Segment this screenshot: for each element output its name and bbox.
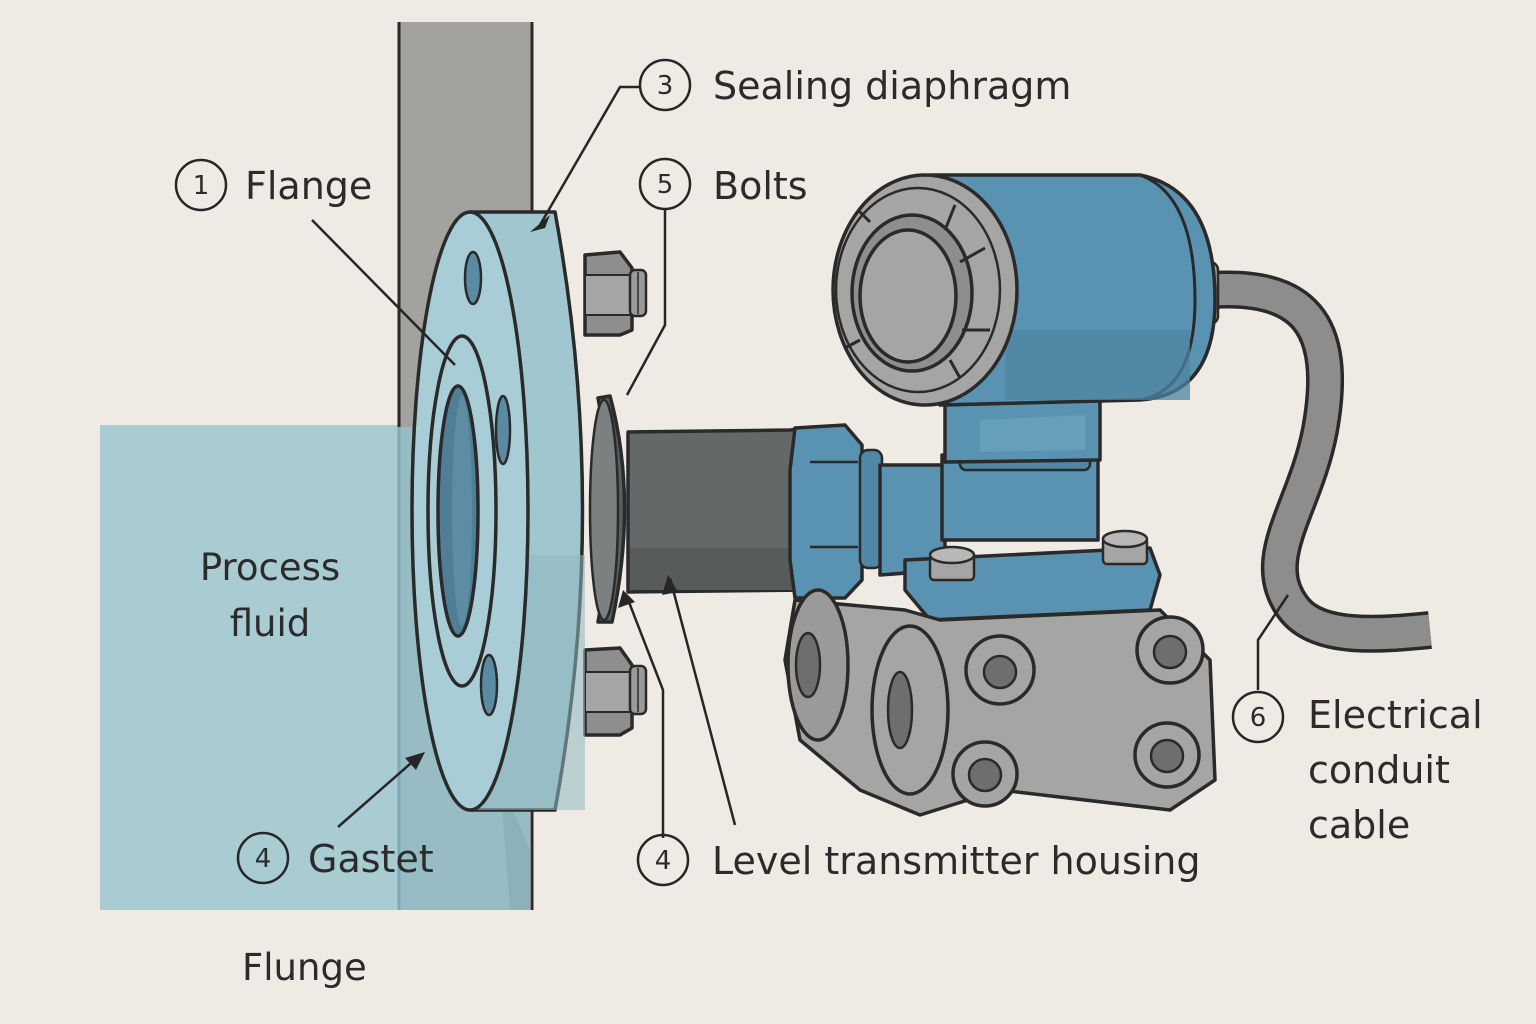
callout-number: 6 bbox=[1250, 703, 1267, 733]
leader-cable bbox=[1256, 594, 1290, 690]
electrical-conduit-cable bbox=[1194, 260, 1432, 653]
arrow-gasket bbox=[405, 752, 425, 770]
leader-gasket bbox=[337, 756, 419, 828]
label-bolts: Bolts bbox=[713, 164, 808, 208]
manifold-port bbox=[1133, 721, 1201, 789]
transmitter-head bbox=[831, 173, 1217, 407]
plate-bolt-right bbox=[1101, 529, 1149, 566]
sealing-diaphragm-ring bbox=[588, 394, 627, 624]
arrow-housing-b bbox=[662, 575, 678, 595]
bolt-lower bbox=[583, 646, 648, 737]
callout-sealing-diaphragm: 3 Sealing diaphragm bbox=[638, 58, 1071, 112]
callout-number: 4 bbox=[655, 846, 672, 876]
manifold-port bbox=[1135, 615, 1205, 685]
callout-cable: 6 Electrical conduit cable bbox=[1231, 690, 1483, 847]
label-gasket: Gastet bbox=[308, 837, 434, 881]
label-cable-line-3: cable bbox=[1308, 803, 1410, 847]
callout-gasket: 4 Gastet bbox=[236, 831, 434, 885]
bolt-upper bbox=[583, 250, 648, 337]
callout-number: 1 bbox=[193, 171, 210, 201]
transmitter-extension-pipe bbox=[626, 426, 812, 594]
leader-housing-b bbox=[668, 577, 737, 826]
display-cover-cap bbox=[831, 173, 1019, 407]
leader-flange bbox=[311, 219, 456, 366]
plate-bolt-left bbox=[928, 545, 976, 582]
manifold-port bbox=[951, 740, 1019, 808]
process-fluid-shadow bbox=[500, 780, 530, 910]
sensor-manifold bbox=[783, 588, 1217, 817]
label-flange: Flange bbox=[245, 164, 372, 208]
label-bottom-caption: Flunge bbox=[242, 946, 367, 989]
callout-flange: 1 Flange bbox=[174, 158, 372, 212]
leader-sealing-diaphragm bbox=[538, 85, 640, 226]
callout-housing: 4 Level transmitter housing bbox=[636, 833, 1201, 887]
label-sealing-diaphragm: Sealing diaphragm bbox=[713, 64, 1071, 108]
callout-number: 3 bbox=[657, 71, 674, 101]
label-cable-line-2: conduit bbox=[1308, 748, 1450, 792]
label-process-fluid-line-2: fluid bbox=[230, 602, 311, 645]
arrow-housing-a bbox=[618, 590, 635, 608]
transmitter-neck bbox=[940, 398, 1102, 542]
callout-number: 4 bbox=[255, 844, 272, 874]
label-cable-line-1: Electrical bbox=[1308, 693, 1483, 737]
arrow-sealing-diaphragm bbox=[530, 215, 550, 232]
callout-number: 5 bbox=[657, 170, 674, 200]
mounting-plate bbox=[903, 529, 1162, 622]
callout-bolts: 5 Bolts bbox=[638, 157, 808, 211]
label-housing: Level transmitter housing bbox=[712, 839, 1201, 883]
flange-disk bbox=[410, 210, 585, 812]
leader-bolts bbox=[625, 210, 667, 396]
label-process-fluid-line-1: Process bbox=[200, 546, 340, 589]
process-connection-nut bbox=[788, 423, 947, 600]
manifold-port bbox=[964, 634, 1036, 706]
leader-housing-a bbox=[625, 596, 665, 838]
